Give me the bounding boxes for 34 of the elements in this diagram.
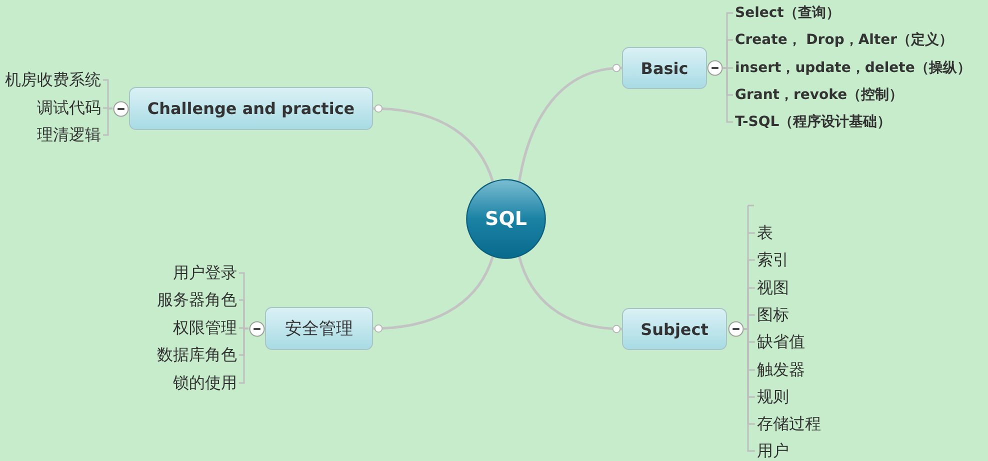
topic-label: 用户登录: [173, 263, 237, 283]
connector-curve: [372, 104, 494, 182]
bracket-line: [723, 67, 733, 123]
connector-curve: [518, 64, 622, 182]
topic-label: 理清逻辑: [37, 125, 101, 145]
topic-label: 用户: [757, 441, 789, 461]
topic-label: Create， Drop，Alter（定义）: [735, 30, 954, 50]
topic-label: 索引: [757, 250, 789, 270]
topic-box: Subject: [622, 308, 727, 350]
topic-circle: SQL: [466, 179, 546, 259]
topic-box: Basic: [622, 47, 707, 89]
topic-box: Challenge and practice: [129, 87, 373, 130]
topic-label: insert，update，delete（操纵）: [735, 58, 971, 78]
topic-label: 服务器角色: [157, 290, 237, 310]
topic-label: 调试代码: [37, 98, 101, 118]
topic-box: 安全管理: [265, 307, 373, 350]
topic-label: 图标: [757, 305, 789, 325]
topic-label: 缺省值: [757, 332, 805, 352]
bracket-line: [103, 108, 112, 136]
topic-label: 视图: [757, 278, 789, 298]
topic-label: 锁的使用: [173, 373, 237, 393]
topic-label: 存储过程: [757, 414, 821, 434]
topic-label: 机房收费系统: [5, 70, 101, 90]
topic-label: 权限管理: [173, 318, 237, 338]
topic-label: Select（查询）: [735, 3, 840, 23]
topic-label: 触发器: [757, 360, 805, 380]
connector-curve: [372, 256, 494, 332]
bracket-line: [239, 328, 248, 384]
topic-label: 规则: [757, 387, 789, 407]
topic-label: 数据库角色: [157, 345, 237, 365]
connector-curve: [518, 256, 622, 333]
topic-label: Grant，revoke（控制）: [735, 85, 904, 105]
topic-label: T-SQL（程序设计基础）: [735, 112, 892, 132]
topic-label: 表: [757, 223, 773, 243]
